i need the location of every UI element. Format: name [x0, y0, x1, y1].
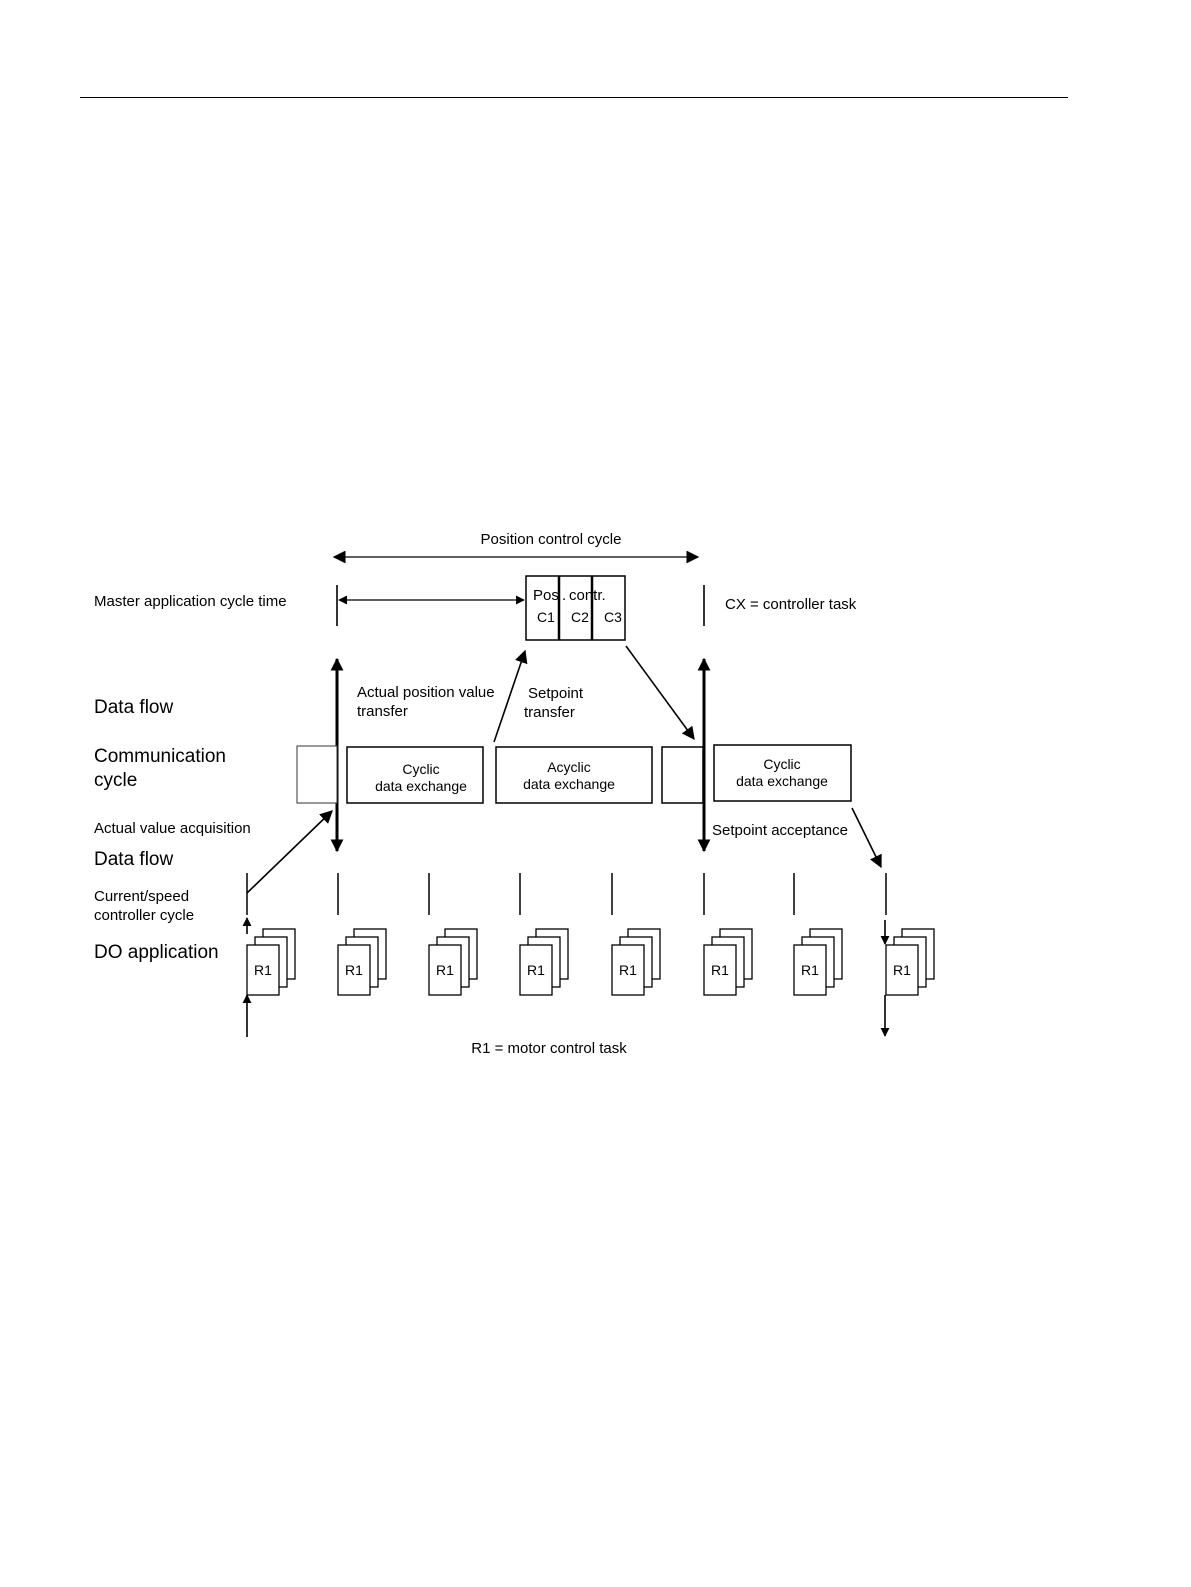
current-speed-label-1: Current/speed [94, 888, 189, 905]
do-task-card-front [519, 944, 553, 996]
do-task-stacks: R1 R1 R1 R1 R1 R1 R1 R1 [246, 928, 935, 996]
master-cycle-time-label: Master application cycle time [94, 593, 287, 610]
pos-contr-label-left: Pos [533, 587, 559, 604]
comm-box-2-line1: Acyclic [547, 759, 591, 775]
do-task-stack: R1 [703, 928, 753, 996]
setpoint-delivery-arrow [625, 645, 695, 741]
communication-cycle-label-1: Communication [94, 746, 226, 767]
comm-box-2-line2: data exchange [523, 776, 615, 792]
position-controller-block: Pos . contr. C1 C2 C3 [525, 575, 626, 641]
actual-value-acquisition-arrow [246, 810, 333, 894]
do-task-stack: R1 [611, 928, 661, 996]
comm-box-1-line2: data exchange [375, 778, 467, 794]
pos-contr-dot: . [562, 587, 566, 604]
do-task-stack: R1 [428, 928, 478, 996]
data-flow-top-label: Data flow [94, 697, 173, 718]
comm-slot-left [296, 745, 338, 804]
do-task-card-front [611, 944, 645, 996]
setpoint-transfer-label-1: Setpoint [528, 685, 584, 702]
controller-task-c1: C1 [537, 609, 555, 625]
setpoint-transfer-arrow [493, 649, 528, 743]
comm-box-cyclic-1: Cyclic data exchange [346, 746, 484, 804]
comm-box-1-line1: Cyclic [402, 761, 439, 777]
do-task-card-front [793, 944, 827, 996]
do-task-stack: R1 [885, 928, 935, 996]
actual-position-label-1: Actual position value [357, 684, 495, 701]
actual-position-label-2: transfer [357, 703, 408, 720]
pos-contr-label-right: contr. [569, 587, 606, 604]
do-task-card-front [703, 944, 737, 996]
top-rule [80, 97, 1068, 98]
position-control-cycle-label: Position control cycle [481, 531, 622, 548]
setpoint-acceptance-label: Setpoint acceptance [712, 822, 848, 839]
do-task-card-front [428, 944, 462, 996]
data-flow-bottom-label: Data flow [94, 849, 173, 870]
do-task-label: R1 [527, 962, 545, 978]
communication-cycle-label-2: cycle [94, 770, 137, 791]
do-task-label: R1 [801, 962, 819, 978]
do-task-stack: R1 [246, 928, 296, 996]
cx-legend: CX = controller task [725, 596, 857, 613]
setpoint-transfer-label-2: transfer [524, 704, 575, 721]
comm-box-3-line2: data exchange [736, 773, 828, 789]
setpoint-acceptance-arrow [851, 807, 882, 869]
do-application-label: DO application [94, 942, 219, 963]
do-task-card-front [246, 944, 280, 996]
do-task-stack: R1 [793, 928, 843, 996]
do-task-card-front [885, 944, 919, 996]
do-task-label: R1 [254, 962, 272, 978]
controller-task-c3: C3 [604, 609, 622, 625]
do-task-label: R1 [711, 962, 729, 978]
comm-box-3-line1: Cyclic [763, 756, 800, 772]
do-task-label: R1 [345, 962, 363, 978]
comm-box-acyclic: Acyclic data exchange [495, 746, 653, 804]
r1-legend: R1 = motor control task [471, 1040, 627, 1057]
controller-task-c2: C2 [571, 609, 589, 625]
do-task-card-front [337, 944, 371, 996]
comm-box-cyclic-2: Cyclic data exchange [713, 744, 852, 802]
controller-cycle-ticks [246, 873, 887, 915]
do-task-label: R1 [436, 962, 454, 978]
do-task-stack: R1 [519, 928, 569, 996]
do-task-label: R1 [893, 962, 911, 978]
do-task-label: R1 [619, 962, 637, 978]
comm-slot-right [661, 746, 704, 804]
current-speed-label-2: controller cycle [94, 907, 194, 924]
do-task-stack: R1 [337, 928, 387, 996]
actual-value-acquisition-label: Actual value acquisition [94, 820, 251, 837]
